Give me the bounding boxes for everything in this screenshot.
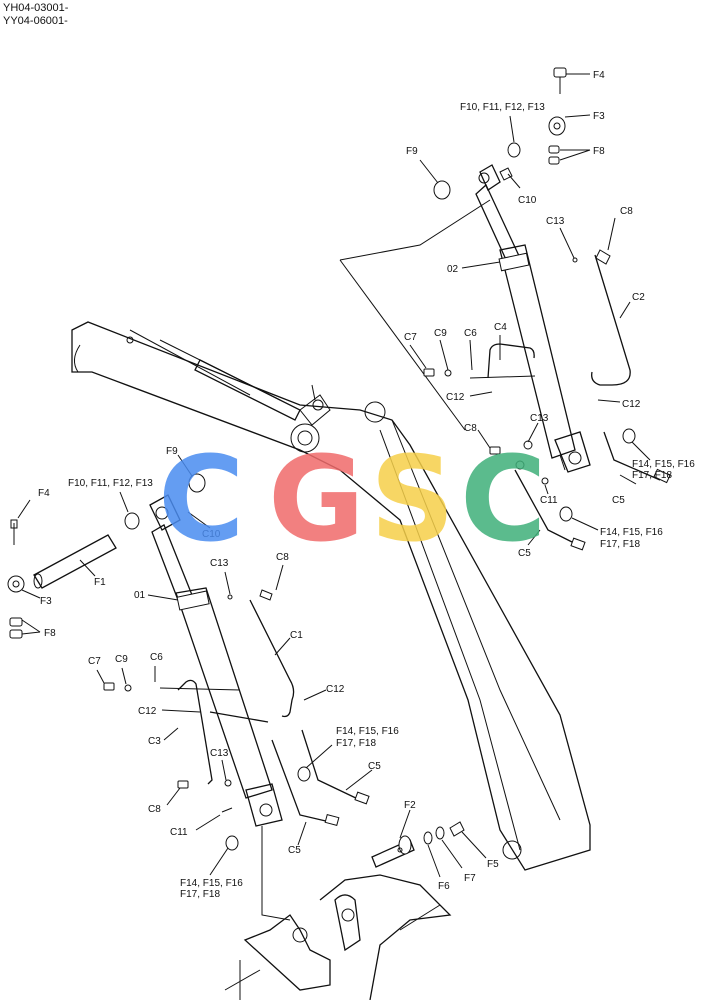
callout-c8-left: C8: [276, 552, 289, 563]
callout-c2: C2: [632, 292, 645, 303]
watermark-letter-c1: C: [158, 430, 245, 568]
callout-c5-mid-1: C5: [368, 761, 381, 772]
callout-f17-f18-low: F17, F18: [180, 889, 220, 900]
boom-arm: [71, 199, 591, 871]
callout-c4: C4: [494, 322, 507, 333]
callout-f10-f13-left: F10, F11, F12, F13: [68, 478, 153, 489]
callout-f14-f16-low: F14, F15, F16: [180, 878, 243, 889]
callout-c11-right: C11: [540, 495, 558, 506]
callout-c9-left: C9: [115, 654, 128, 665]
callout-c1: C1: [290, 630, 303, 641]
callout-c12-mid: C12: [446, 392, 465, 403]
callout-f5: F5: [487, 859, 499, 870]
callout-f4-top: F4: [593, 70, 605, 81]
leader-lines: [17, 73, 651, 878]
callout-c8-top: C8: [620, 206, 633, 217]
callout-c13-left: C13: [210, 558, 229, 569]
callout-c7-top: C7: [404, 332, 417, 343]
callout-f17-f18-right-2: F17, F18: [600, 539, 640, 550]
callout-c6-left: C6: [150, 652, 163, 663]
callout-f3-left: F3: [40, 596, 52, 607]
callout-f3-top: F3: [593, 111, 605, 122]
callout-f14-f16-right: F14, F15, F16: [632, 459, 695, 470]
hydraulic-pipes-left: [103, 589, 370, 851]
callout-f8-left: F8: [44, 628, 56, 639]
callout-02: 02: [447, 264, 459, 275]
callout-f17-f18-mid: F17, F18: [336, 738, 376, 749]
callout-c3: C3: [148, 736, 161, 747]
watermark-letter-c2: C: [460, 430, 547, 568]
callout-f1: F1: [94, 577, 106, 588]
callout-c8-low: C8: [148, 804, 161, 815]
cgsc-watermark: C G S C: [158, 430, 547, 568]
callout-f8-top: F8: [593, 146, 605, 157]
callout-c7-left: C7: [88, 656, 101, 667]
callout-f10-f13-top: F10, F11, F12, F13: [460, 102, 545, 113]
callout-c10-left: C10: [202, 529, 221, 540]
callout-c13-mid: C13: [530, 413, 549, 424]
callout-c13-top: C13: [546, 216, 565, 227]
callout-labels: F4 F10, F11, F12, F13 F3 F9 F8 C10 C13 C…: [38, 70, 695, 900]
pin-f2-assembly: [371, 821, 465, 868]
callout-c12-left-1: C12: [326, 684, 345, 695]
callout-c8-mid: C8: [464, 423, 477, 434]
watermark-letter-s: S: [370, 430, 455, 568]
callout-c5-mid-2: C5: [288, 845, 301, 856]
cylinder-02: [475, 164, 591, 473]
callout-c5-right-2: C5: [518, 548, 531, 559]
callout-f9-top: F9: [406, 146, 418, 157]
boom-small-cylinder: [194, 359, 331, 426]
callout-01: 01: [134, 590, 146, 601]
callout-f9-left: F9: [166, 446, 178, 457]
serial-number-1: YH04-03001-: [3, 2, 69, 14]
callout-c11-low: C11: [170, 827, 188, 838]
callout-f6: F6: [438, 881, 450, 892]
callout-f17-f18-right: F17, F18: [632, 470, 672, 481]
cylinder-01: [149, 494, 291, 921]
callout-c9-top: C9: [434, 328, 447, 339]
callout-c10-top: C10: [518, 195, 537, 206]
watermark-letter-g: G: [268, 430, 365, 568]
callout-f4-left: F4: [38, 488, 50, 499]
pin-f1-assembly: [7, 473, 206, 639]
callout-c12-left-2: C12: [138, 706, 157, 717]
callout-c13-low: C13: [210, 748, 229, 759]
serial-number-2: YY04-06001-: [3, 15, 68, 27]
callout-f14-f16-right-2: F14, F15, F16: [600, 527, 663, 538]
top-right-hardware: [433, 67, 567, 200]
callout-c12-right: C12: [622, 399, 641, 410]
callout-c5-right-1: C5: [612, 495, 625, 506]
callout-f7: F7: [464, 873, 476, 884]
bucket-linkage: [224, 874, 452, 1000]
callout-f2: F2: [404, 800, 416, 811]
callout-c6-top: C6: [464, 328, 477, 339]
callout-f14-f16-mid: F14, F15, F16: [336, 726, 399, 737]
